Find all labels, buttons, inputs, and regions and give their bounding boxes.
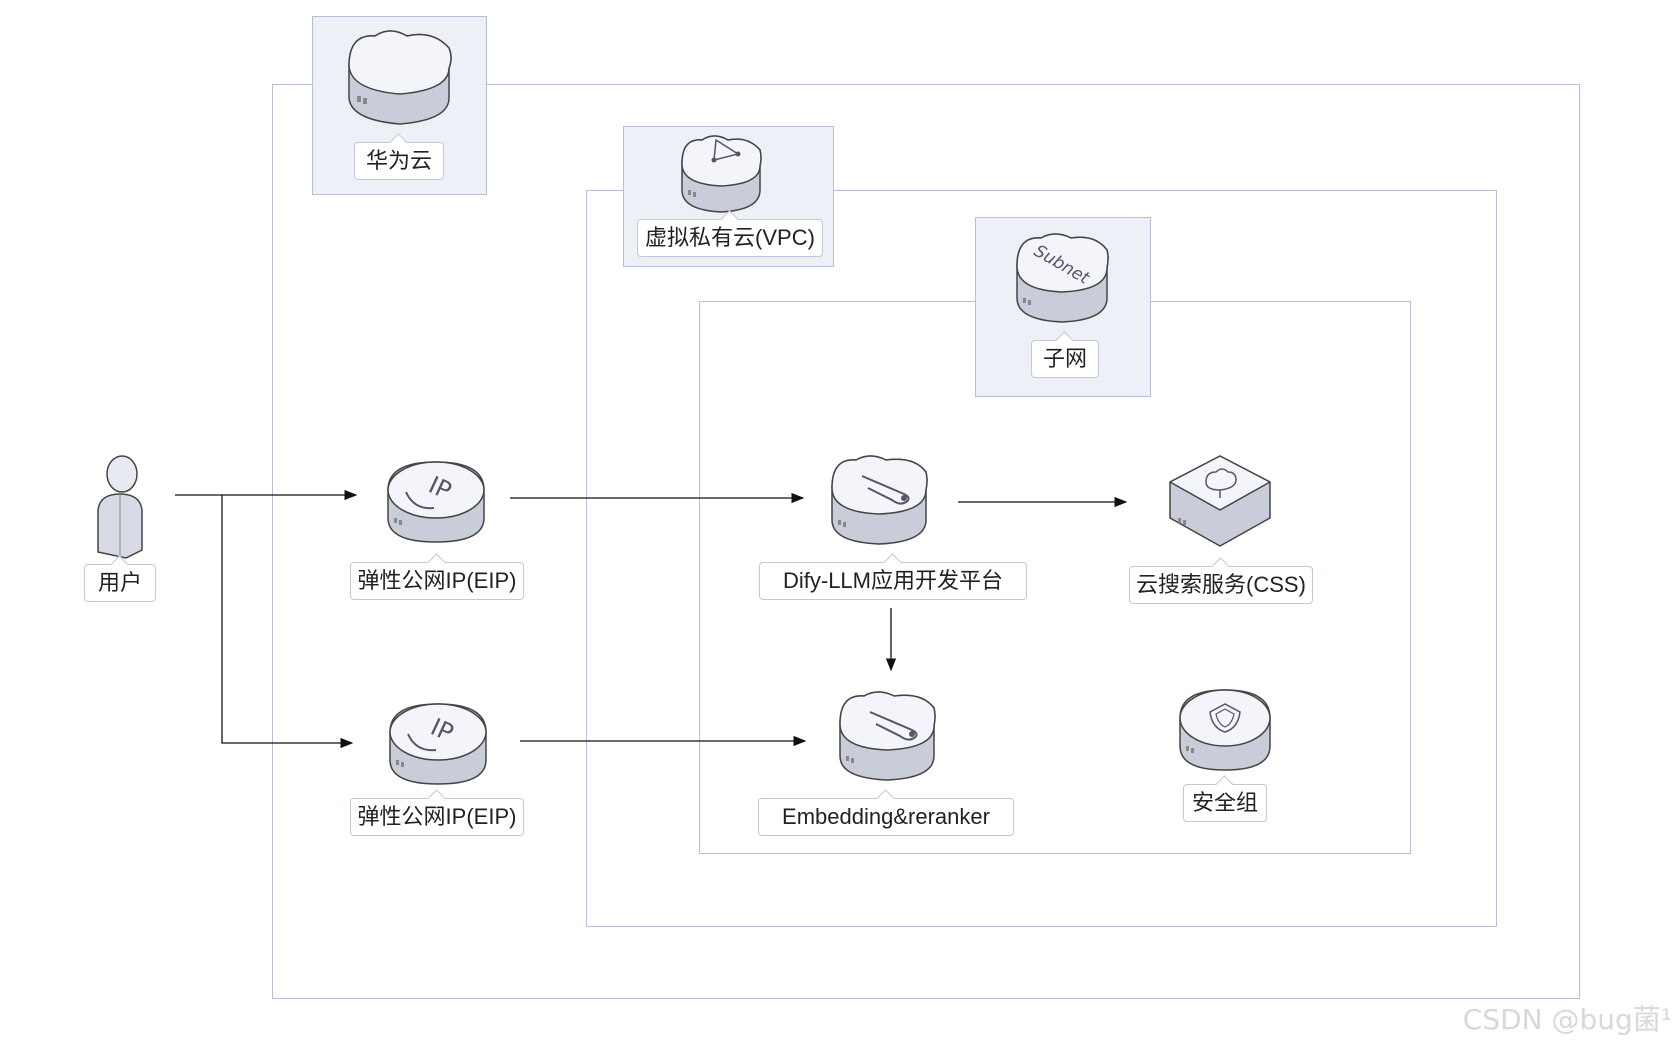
huawei-cloud-label: 华为云 [354, 142, 444, 180]
huawei-cloud-boundary [272, 84, 1580, 999]
cloud-server-icon [348, 30, 452, 125]
css-label: 云搜索服务(CSS) [1129, 566, 1313, 604]
security-shield-icon [1179, 689, 1271, 771]
subnet-label: 子网 [1031, 340, 1099, 378]
arrow-user-to-eip-bottom [221, 495, 354, 749]
eip-icon-bottom: IP [389, 703, 487, 785]
user-icon [97, 455, 143, 559]
cloud-search-icon [1169, 455, 1271, 547]
embedding-label: Embedding&reranker [758, 798, 1014, 836]
ecs-paperclip-icon-embedding [839, 691, 936, 781]
watermark: CSDN @bug菌¹ [1462, 1003, 1672, 1036]
vpc-boundary [586, 190, 1497, 927]
eip-bottom-label: 弹性公网IP(EIP) [350, 798, 524, 836]
security-group-label: 安全组 [1183, 784, 1267, 822]
eip-icon-top: IP [387, 461, 485, 543]
eip-top-label: 弹性公网IP(EIP) [350, 562, 524, 600]
user-label: 用户 [84, 564, 156, 602]
dify-label: Dify-LLM应用开发平台 [759, 562, 1027, 600]
vpc-label: 虚拟私有云(VPC) [637, 219, 823, 257]
subnet-cloud-icon: Subnet [1016, 233, 1109, 323]
ecs-paperclip-icon-dify [831, 455, 928, 545]
vpc-cloud-icon [681, 135, 762, 213]
